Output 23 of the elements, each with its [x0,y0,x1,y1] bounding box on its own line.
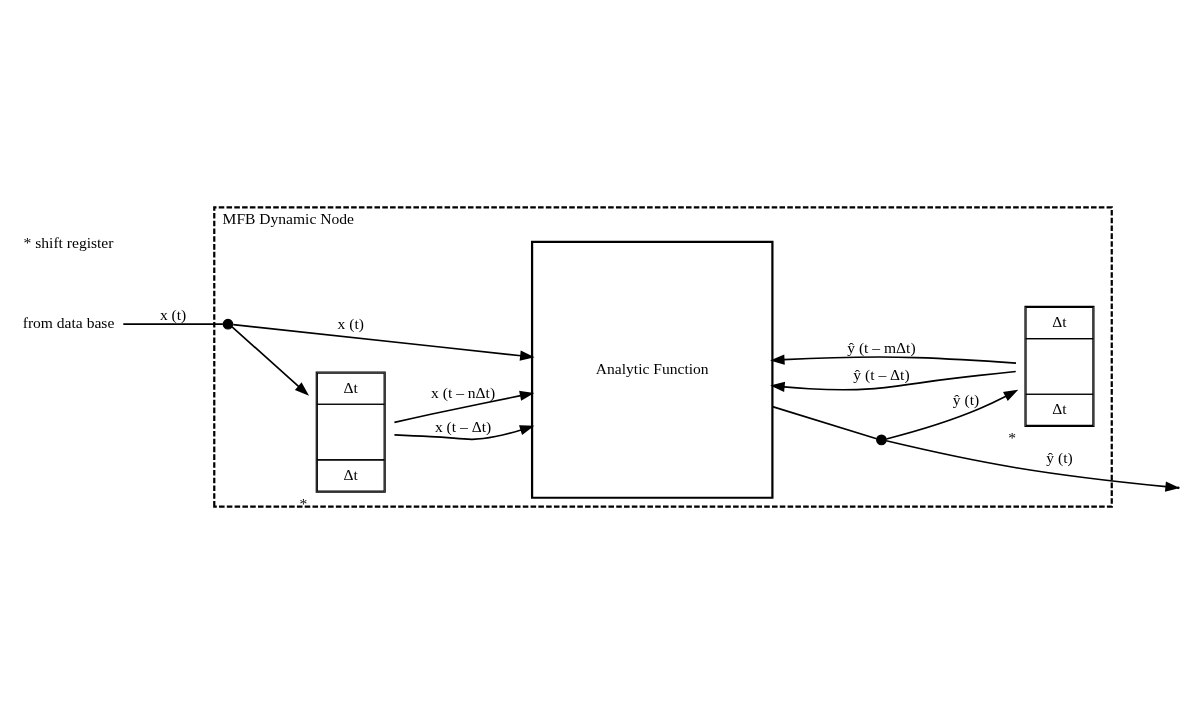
arrow [393,424,535,440]
arrow [231,325,310,396]
connector [122,322,224,325]
edge-label: ŷ (t) [1046,448,1073,466]
edge-label: x (t) [337,314,364,332]
node-text: from data base [22,313,115,331]
connector [771,405,878,440]
edge-label: x (t) [159,305,187,323]
edge-label: ŷ (t – mΔt) [847,338,916,356]
label: * shift register [23,233,114,251]
node-label: * [1008,428,1017,446]
arrow [770,354,1017,365]
arrow [232,323,535,361]
edge-label: x (t – nΔt) [431,383,496,401]
node-box: Analytic Function [530,240,774,499]
edge-label: ŷ (t – Δt) [853,365,910,383]
node-circle [876,434,887,445]
edge-label: ŷ (t) [952,390,980,408]
node-circle [222,318,234,330]
arrow [885,389,1019,440]
arrow [770,370,1017,392]
edge-label: x (t – Δt) [434,417,492,435]
arrow [393,390,535,423]
